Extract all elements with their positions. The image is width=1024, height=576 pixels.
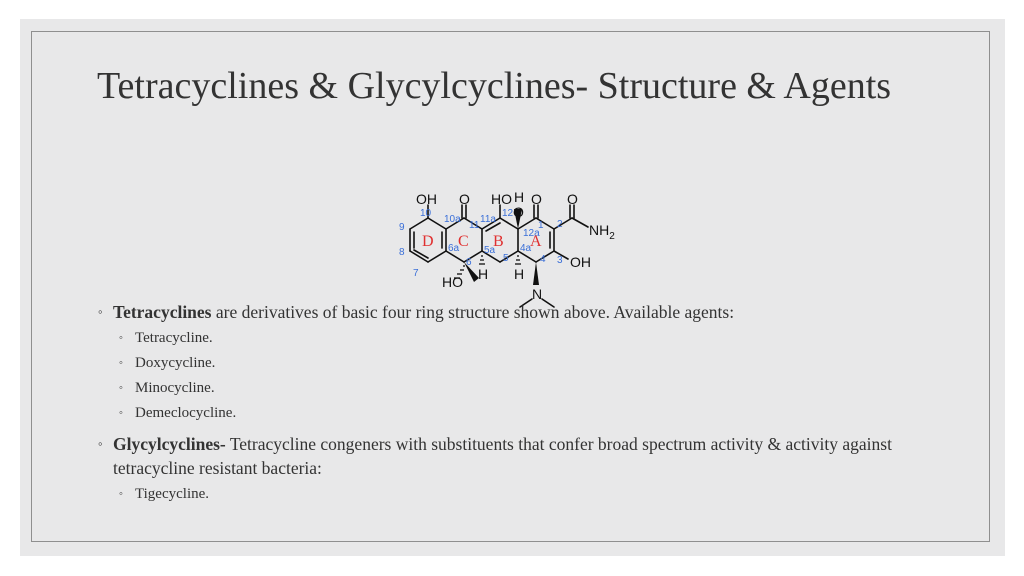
list-item-glycylcyclines: ◦ Glycylcyclines- Tetracycline congeners… [98, 432, 958, 507]
position-5a: 5a [484, 245, 496, 256]
position-11a: 11a [480, 214, 496, 225]
agent-name: Tigecycline. [135, 486, 210, 502]
ring-label-c: C [458, 233, 469, 250]
position-12: 12 [502, 208, 514, 219]
stereo-hashes [454, 255, 521, 279]
label-o-1: O [531, 191, 542, 207]
label-oh-3: OH [570, 254, 591, 270]
bullet: ◦ [119, 488, 123, 500]
list-item-tetracyclines: ◦ Tetracyclines are derivatives of basic… [98, 300, 958, 426]
ring-label-d: D [422, 233, 434, 250]
content-list: ◦ Tetracyclines are derivatives of basic… [98, 300, 958, 507]
position-4a: 4a [520, 243, 532, 254]
agent-name: Tetracycline. [135, 330, 213, 346]
tetracyclines-description: are derivatives of basic four ring struc… [211, 302, 735, 322]
position-4: 4 [540, 254, 546, 265]
bullet: ◦ [119, 357, 123, 369]
slide: Tetracyclines & Glycylcyclines- Structur… [20, 19, 1005, 556]
label-h-12a: H [514, 189, 524, 205]
agent-name: Minocycline. [135, 380, 215, 396]
list-item: ◦ Doxycycline. [113, 351, 958, 376]
agent-name: Doxycycline. [135, 355, 216, 371]
list-item: ◦ Minocycline. [113, 376, 958, 401]
substituent-labels: OH O HO H O O O NH2 OH H H N HO [416, 189, 615, 302]
label-o-11: O [459, 191, 470, 207]
position-2: 2 [557, 219, 563, 230]
tetracycline-agents-list: ◦ Tetracycline. ◦ Doxycycline. ◦ Minocyclin… [113, 326, 958, 426]
label-o-amide: O [567, 191, 578, 207]
slide-frame [31, 31, 990, 542]
bullet: ◦ [98, 304, 103, 319]
term-tetracyclines: Tetracyclines [113, 302, 212, 322]
stereo-wedges [464, 209, 539, 285]
bullet: ◦ [98, 436, 103, 451]
structure-bonds [409, 204, 589, 308]
label-h-4a: H [514, 266, 524, 282]
position-5: 5 [503, 253, 509, 264]
label-o-12a: O [513, 204, 524, 220]
position-6a: 6a [448, 243, 460, 254]
label-ho-6: HO [442, 274, 463, 290]
label-oh-10: OH [416, 191, 437, 207]
bullet: ◦ [119, 332, 123, 344]
term-glycylcyclines: Glycylcyclines- [113, 434, 226, 454]
agent-name: Demeclocycline. [135, 405, 237, 421]
position-8: 8 [399, 247, 405, 258]
slide-title: Tetracyclines & Glycylcyclines- Structur… [97, 65, 892, 107]
position-11: 11 [469, 220, 480, 231]
ring-label-a: A [530, 233, 542, 250]
list-item: ◦ Tigecycline. [113, 482, 958, 507]
position-labels: 10 10a 11 11a 12 12a 1 2 3 4 4a 5 5a 6 6… [399, 208, 563, 279]
position-10a: 10a [444, 214, 461, 225]
label-nh2: NH2 [589, 222, 615, 242]
list-item: ◦ Demeclocycline. [113, 401, 958, 426]
ring-labels: D C B A [422, 233, 542, 250]
bullet: ◦ [119, 407, 123, 419]
position-3: 3 [557, 255, 563, 266]
glycylcyclines-description: Tetracycline congeners with substituents… [113, 434, 892, 478]
ring-label-b: B [493, 233, 504, 250]
position-10: 10 [420, 208, 432, 219]
tetracycline-structure-diagram: OH O HO H O O O NH2 OH H H N HO 10 10a 1… [399, 189, 615, 308]
list-item: ◦ Tetracycline. [113, 326, 958, 351]
glycylcycline-agents-list: ◦ Tigecycline. [113, 482, 958, 507]
position-9: 9 [399, 222, 405, 233]
label-ho-12: HO [491, 191, 512, 207]
position-6: 6 [466, 257, 472, 268]
position-1: 1 [538, 220, 544, 231]
label-h-5a: H [478, 266, 488, 282]
position-12a: 12a [523, 228, 540, 239]
bullet: ◦ [119, 382, 123, 394]
position-7: 7 [413, 268, 419, 279]
label-n-4: N [532, 286, 542, 302]
